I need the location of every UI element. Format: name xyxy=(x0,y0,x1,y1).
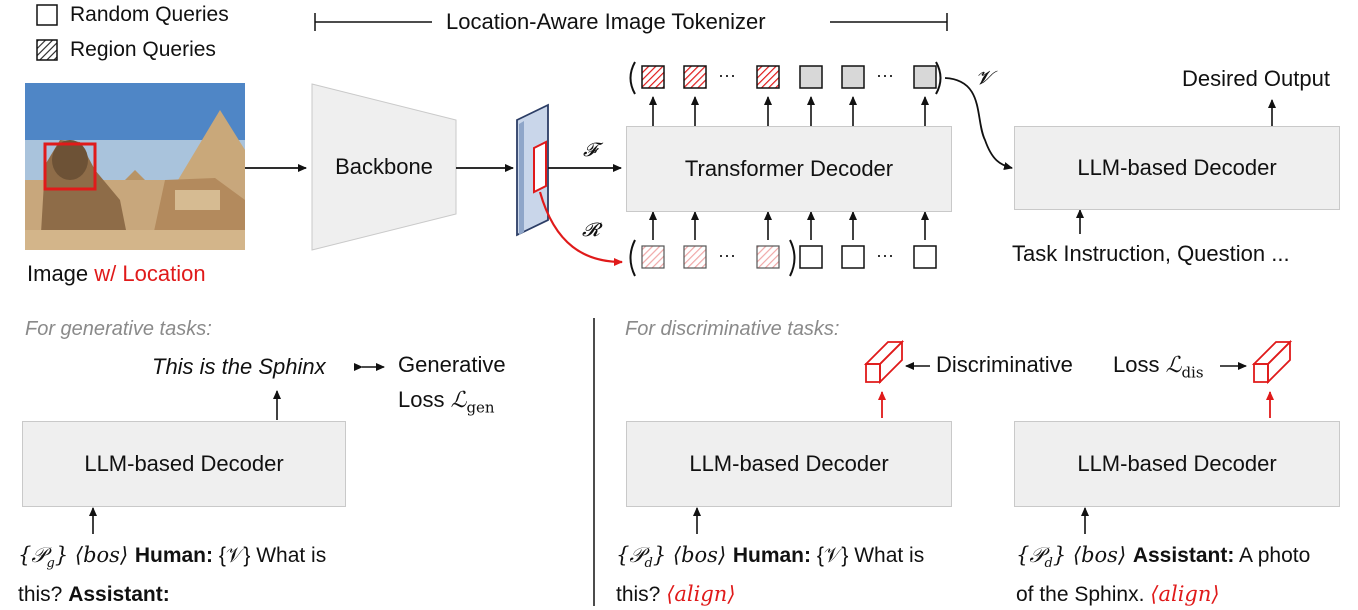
llm-decoder-top-label: LLM-based Decoder xyxy=(1077,155,1277,180)
llm-decoder-generative-label: LLM-based Decoder xyxy=(84,451,284,476)
disc-prompt-left-line2: this? ⟨align⟩ xyxy=(616,579,924,610)
discriminative-loss-left: Discriminative xyxy=(936,352,1073,377)
disc-prompt-left-line1: {𝒫d} ⟨bos⟩ Human: {𝒱} What is xyxy=(616,540,924,579)
gen-p-close: } xyxy=(54,543,69,567)
legend-region-square xyxy=(36,39,58,61)
feature-map xyxy=(516,103,549,237)
embedding-cuboid-left xyxy=(863,339,905,385)
discriminative-heading: For discriminative tasks: xyxy=(625,318,840,340)
dr-p-sub: d xyxy=(1044,556,1053,572)
generative-loss-symbol: ℒ xyxy=(450,388,467,413)
ellipsis-bottom-white: ··· xyxy=(876,245,894,265)
tokenizer-title: Location-Aware Image Tokenizer xyxy=(446,9,766,34)
dl-p-close: } xyxy=(652,543,667,567)
ellipsis-top-red: ··· xyxy=(718,65,736,85)
llm-decoder-generative: LLM-based Decoder xyxy=(22,421,346,507)
llm-decoder-disc-left: LLM-based Decoder xyxy=(626,421,952,507)
dr-assistant: Assistant: xyxy=(1132,544,1235,567)
llm-decoder-disc-right: LLM-based Decoder xyxy=(1014,421,1340,507)
generative-prompt-line1: {𝒫g} ⟨bos⟩ Human: {𝒱} What is xyxy=(18,540,326,579)
dl-p: {𝒫 xyxy=(616,543,645,567)
backbone-shape xyxy=(311,83,457,251)
ellipsis-bottom-red: ··· xyxy=(718,245,736,265)
disc-loss-sub: dis xyxy=(1181,363,1204,382)
task-instruction: Task Instruction, Question ... xyxy=(1012,241,1290,266)
generative-loss-sub: gen xyxy=(466,398,495,417)
feature-region xyxy=(533,140,547,194)
dr-align: ⟨align⟩ xyxy=(1150,582,1220,607)
dr-bos: ⟨bos⟩ xyxy=(1066,543,1133,567)
ellipsis-top-gray: ··· xyxy=(876,65,894,85)
legend-random-label: Random Queries xyxy=(70,3,229,26)
gen-human: Human: xyxy=(134,544,213,567)
disc-loss-word: Loss xyxy=(1113,352,1166,377)
llm-decoder-top: LLM-based Decoder xyxy=(1014,126,1340,210)
symbol-v: 𝓥 xyxy=(976,67,992,89)
generative-loss-line2: Loss ℒgen xyxy=(398,387,495,417)
gen-p-sub: g xyxy=(46,556,55,572)
discriminative-loss-mid: Loss ℒdis xyxy=(1113,352,1204,382)
legend-region-label: Region Queries xyxy=(70,38,216,61)
region-arrow xyxy=(538,191,623,266)
disc-loss-symbol: ℒ xyxy=(1165,353,1182,378)
dr-p: {𝒫 xyxy=(1016,543,1045,567)
generative-prompt-line2: this? Assistant: xyxy=(18,579,326,610)
image-caption-highlight: w/ Location xyxy=(94,261,206,286)
image-caption: Image w/ Location xyxy=(27,261,206,286)
transformer-decoder: Transformer Decoder xyxy=(626,126,952,212)
gen-bos: ⟨bos⟩ xyxy=(68,543,135,567)
dl-p-sub: d xyxy=(644,556,653,572)
gen-assistant: Assistant: xyxy=(68,583,170,607)
disc-prompt-right-line2: of the Sphinx. ⟨align⟩ xyxy=(1016,579,1310,610)
legend-random-square xyxy=(36,4,58,26)
symbol-r: 𝓡 xyxy=(582,219,600,241)
llm-decoder-disc-right-label: LLM-based Decoder xyxy=(1077,451,1277,476)
disc-prompt-right: {𝒫d} ⟨bos⟩ Assistant: A photo of the Sph… xyxy=(1016,540,1310,610)
dr-rest: A photo xyxy=(1234,544,1311,567)
dr-p-close: } xyxy=(1052,543,1067,567)
v-arrow xyxy=(944,77,1013,170)
dl-human: Human: xyxy=(732,544,811,567)
generative-output: This is the Sphinx xyxy=(152,354,326,379)
gen-v: {𝒱} What is xyxy=(213,544,327,567)
dl-align: ⟨align⟩ xyxy=(666,582,736,607)
dl-line2: this? xyxy=(616,583,667,607)
disc-prompt-left: {𝒫d} ⟨bos⟩ Human: {𝒱} What is this? ⟨ali… xyxy=(616,540,924,610)
generative-heading: For generative tasks: xyxy=(25,318,212,340)
llm-decoder-disc-left-label: LLM-based Decoder xyxy=(689,451,889,476)
generative-prompt: {𝒫g} ⟨bos⟩ Human: {𝒱} What is this? Assi… xyxy=(18,540,326,610)
disc-prompt-right-line1: {𝒫d} ⟨bos⟩ Assistant: A photo xyxy=(1016,540,1310,579)
dl-v: {𝒱} What is xyxy=(811,544,925,567)
output-tokens xyxy=(629,61,942,95)
sphinx-image xyxy=(25,83,245,250)
generative-loss-line1: Generative xyxy=(398,352,506,377)
gen-line2: this? xyxy=(18,583,69,607)
generative-loss-word: Loss xyxy=(398,387,451,412)
input-tokens xyxy=(629,239,937,277)
dr-line2: of the Sphinx. xyxy=(1016,583,1151,607)
location-box xyxy=(43,142,97,191)
image-caption-prefix: Image xyxy=(27,261,95,286)
desired-output: Desired Output xyxy=(1182,66,1330,91)
transformer-decoder-label: Transformer Decoder xyxy=(684,156,894,181)
embedding-cuboid-right xyxy=(1251,339,1293,385)
gen-p: {𝒫 xyxy=(18,543,47,567)
dl-bos: ⟨bos⟩ xyxy=(666,543,733,567)
symbol-f: 𝓕 xyxy=(583,139,598,161)
backbone-label: Backbone xyxy=(335,154,433,179)
